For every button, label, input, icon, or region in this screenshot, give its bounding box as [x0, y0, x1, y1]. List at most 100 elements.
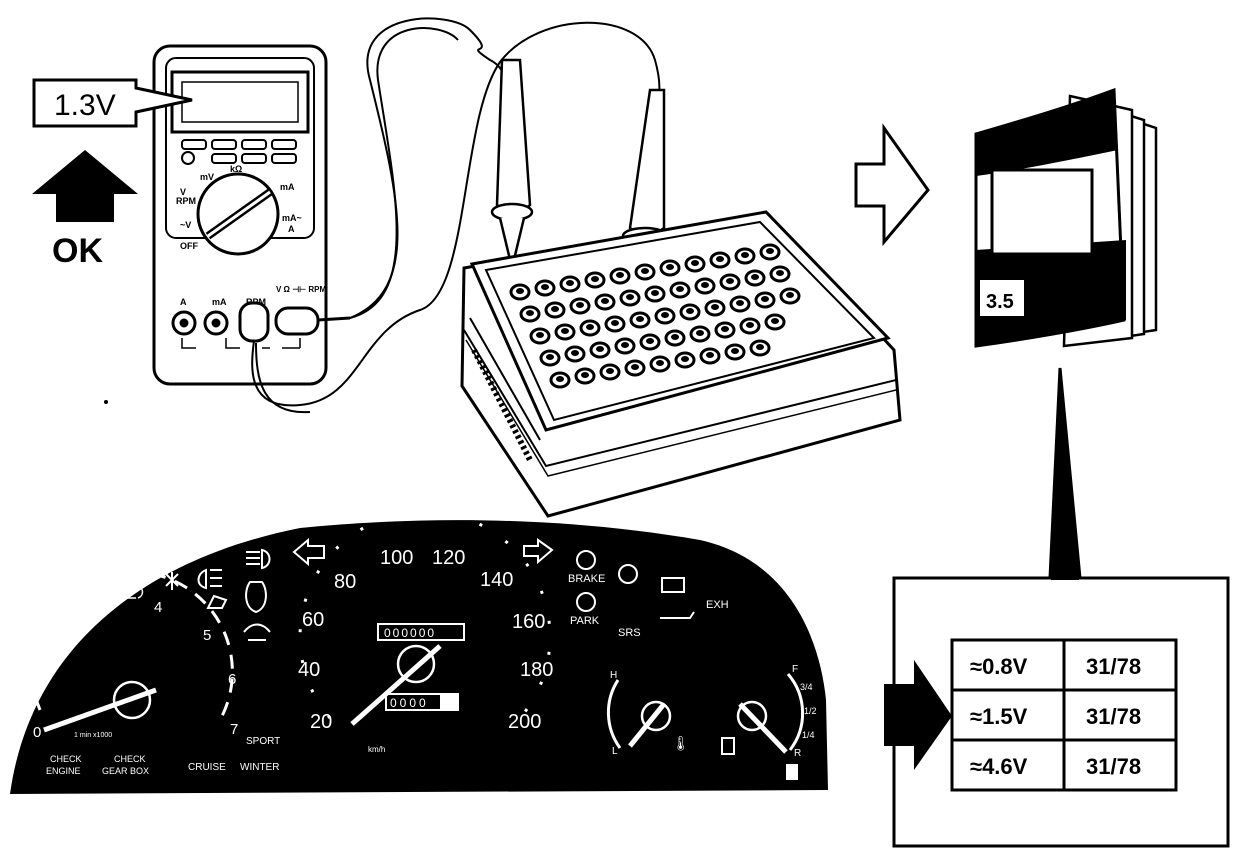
- multimeter-button[interactable]: [271, 153, 297, 164]
- multimeter-button[interactable]: [241, 153, 267, 164]
- breakout-socket-hole: [666, 264, 674, 270]
- breakout-socket-hole: [676, 286, 684, 292]
- jack-label-ma: mA: [212, 297, 227, 307]
- dial-label-ma-ac: mA~: [282, 213, 302, 223]
- breakout-socket-hole: [731, 348, 739, 354]
- temp-needle: [628, 702, 666, 748]
- breakout-socket-hole: [741, 252, 749, 258]
- breakout-socket-hole: [716, 256, 724, 262]
- breakout-socket-hole: [776, 270, 784, 276]
- dial-label-v: V: [180, 187, 186, 197]
- temp-label-l: L: [612, 746, 618, 757]
- dial-label-ma: mA: [280, 182, 295, 192]
- fuel-label-r: R: [794, 748, 801, 759]
- input-jacks: [171, 310, 229, 336]
- check-engine-line2: ENGINE: [46, 766, 81, 776]
- fog-light-icon: [197, 568, 222, 590]
- probe-plug-v: [274, 306, 320, 336]
- tach-tick-0: 0: [33, 724, 41, 741]
- breakout-socket-hole: [641, 268, 649, 274]
- jack-label-v: V Ω ⊣⊢ RPM: [276, 284, 326, 294]
- odometer-value: 000000: [384, 626, 436, 640]
- breakout-socket-hole: [651, 290, 659, 296]
- table-code-0: 31/78: [1086, 654, 1141, 679]
- speedometer: 000000 0000 km/h 20 40 60 80 100 120 140…: [298, 510, 553, 754]
- multimeter-button[interactable]: [181, 139, 207, 150]
- speed-tick-200: 200: [508, 711, 541, 733]
- speed-tick-140: 140: [480, 569, 513, 591]
- breakout-socket-hole: [541, 284, 549, 290]
- fuel-label-f: F: [792, 664, 798, 675]
- dial-label-a: A: [288, 224, 295, 234]
- abs-icon: [618, 564, 638, 584]
- reading-value: 1.3V: [54, 89, 116, 122]
- fuel-label-1-2: 1/2: [804, 706, 817, 716]
- breakout-socket-hole: [736, 300, 744, 306]
- door-open-icon: [165, 572, 179, 590]
- dial-label-mv: mV: [200, 172, 214, 182]
- warning-exh: EXH: [706, 599, 729, 611]
- breakout-socket-hole: [766, 248, 774, 254]
- speed-needle: [350, 644, 442, 726]
- tachometer: 0 1 2 3 4 5 6 7 1 min x1000: [30, 570, 238, 741]
- breakout-socket-hole: [786, 292, 794, 298]
- table-voltage-1: ≈1.5V: [970, 704, 1028, 729]
- speed-tick-60: 60: [302, 609, 324, 631]
- breakout-socket-hole: [711, 304, 719, 310]
- breakout-socket-hole: [601, 298, 609, 304]
- breakout-socket-hole: [556, 376, 564, 382]
- breakout-socket-hole: [631, 364, 639, 370]
- breakout-socket-hole: [671, 334, 679, 340]
- fuel-pump-icon: [721, 737, 735, 755]
- reading-callout: 1.3V: [32, 78, 193, 128]
- check-engine-line1: CHECK: [50, 754, 82, 764]
- breakout-socket-hole: [661, 312, 669, 318]
- dial-label-kohm: kΩ: [230, 164, 242, 174]
- brake-icon: [576, 550, 596, 570]
- breakout-socket-hole: [721, 326, 729, 332]
- tach-unit: 1 min x1000: [74, 732, 112, 739]
- temp-label-h: H: [610, 670, 617, 681]
- warning-cruise: CRUISE: [188, 762, 226, 773]
- speed-tick-180: 180: [520, 659, 553, 681]
- multimeter-buttons: [181, 139, 297, 165]
- turn-right-icon: [523, 538, 554, 565]
- breakout-socket-hole: [551, 306, 559, 312]
- breakout-socket-hole: [591, 276, 599, 282]
- breakout-socket-hole: [686, 308, 694, 314]
- breakout-box: [460, 210, 902, 518]
- tach-tick-1: 1: [34, 677, 42, 694]
- service-manual: 3.5: [974, 87, 1158, 348]
- odometer: [377, 623, 465, 641]
- breakout-socket-hole: [756, 344, 764, 350]
- ok-indicator: OK: [32, 150, 138, 270]
- fuel-label-1-4: 1/4: [802, 730, 815, 740]
- arrow-pointer-icon: [884, 660, 952, 770]
- warning-winter: WINTER: [240, 762, 279, 773]
- breakout-socket-hole: [516, 288, 524, 294]
- multimeter-button[interactable]: [181, 151, 195, 165]
- breakout-socket-hole: [576, 302, 584, 308]
- speed-tick-160: 160: [512, 611, 545, 633]
- breakout-sockets: [509, 243, 801, 389]
- breakout-socket-hole: [681, 356, 689, 362]
- trunk-open-icon: [206, 594, 228, 609]
- multimeter-button[interactable]: [271, 139, 297, 150]
- probe-plug-com: [238, 301, 270, 343]
- breakout-socket-hole: [586, 324, 594, 330]
- breakout-socket-hole: [621, 342, 629, 348]
- tach-tick-3: 3: [100, 601, 108, 618]
- multimeter-button[interactable]: [211, 139, 237, 150]
- trip-value: 0000: [390, 696, 429, 710]
- multimeter-button[interactable]: [241, 139, 267, 150]
- arrow-right-icon: [854, 123, 930, 247]
- warning-park: PARK: [570, 615, 600, 627]
- breakout-socket-hole: [596, 346, 604, 352]
- multimeter-button[interactable]: [211, 153, 237, 164]
- breakout-socket-hole: [606, 368, 614, 374]
- battery-icon: [661, 577, 685, 593]
- table-code-2: 31/78: [1086, 754, 1141, 779]
- result-callout: ≈0.8V 31/78 ≈1.5V 31/78 ≈4.6V 31/78: [884, 367, 1230, 848]
- oil-icon: [660, 611, 695, 619]
